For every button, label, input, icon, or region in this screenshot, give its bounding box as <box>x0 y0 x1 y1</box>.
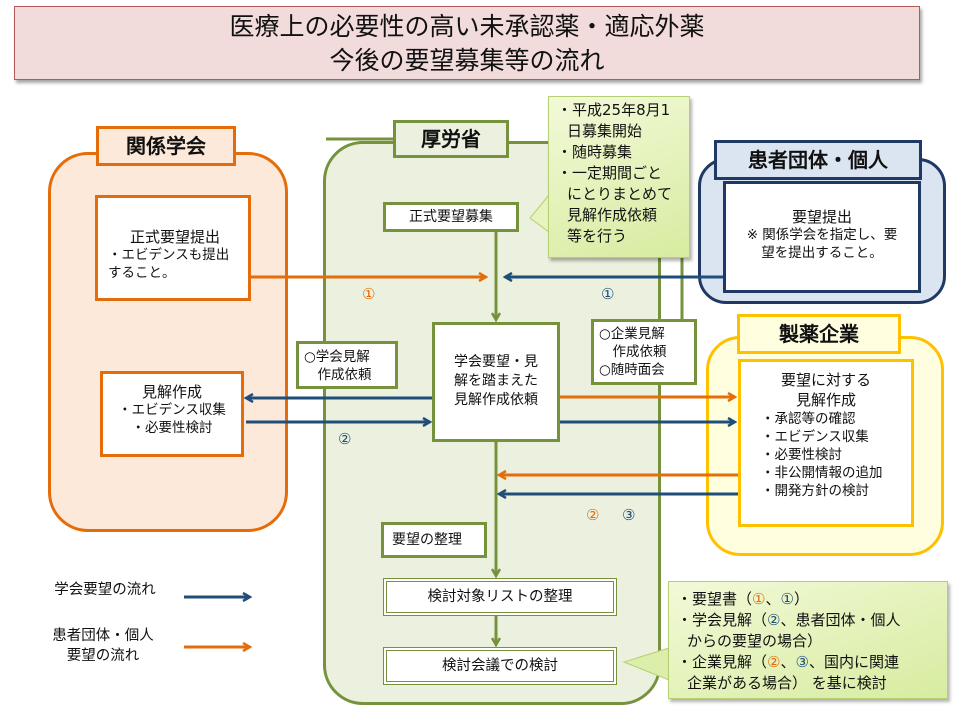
company-request-line-2: 作成依頼 <box>599 344 667 360</box>
pharma-opinion-item: ・エビデンス収集 <box>761 429 869 445</box>
callout-top-line-3: ・随時募集 <box>557 143 633 161</box>
pharma-opinion-item: ・開発方針の検討 <box>761 483 869 499</box>
marker-3-blue: ③ <box>622 506 636 524</box>
pharma-header: 製薬企業 <box>737 314 901 354</box>
title-line-2: 今後の要望募集等の流れ <box>329 46 605 75</box>
society-request-line-2: 作成依頼 <box>304 367 372 383</box>
patient-submission-title: 要望提出 <box>791 208 852 226</box>
patient-submission-note-2: 望を提出すること。 <box>761 245 883 261</box>
callout-top-line-2: 日募集開始 <box>567 122 643 140</box>
pharma-opinion-item: ・非公開情報の追加 <box>761 465 883 481</box>
callout-top-line-1: ・平成25年8月1 <box>557 101 671 119</box>
pharma-opinion-box: 要望に対する 見解作成 ・承認等の確認 ・エビデンス収集 ・必要性検討 ・非公開… <box>738 359 914 527</box>
marker-2-orange: ② <box>586 506 600 524</box>
society-opinion-request-box: ○学会見解 作成依頼 <box>296 341 398 389</box>
callout-bottom-line-4: ・企業見解（②、③、国内に関連 <box>677 653 899 671</box>
pharma-opinion-item: ・承認等の確認 <box>761 411 856 427</box>
society-opinion-title: 見解作成 <box>141 383 202 401</box>
callout-bottom-line-5: 企業がある場合） を基に検討 <box>687 674 887 692</box>
legend-patient-line-1: 患者団体・個人 <box>52 628 154 644</box>
callout-top-line-4: ・一定期間ごと <box>557 164 663 182</box>
callout-bottom-line-3: からの要望の場合） <box>687 632 823 650</box>
callout-bottom-line-2: ・学会見解（②、患者団体・個人 <box>677 611 901 629</box>
review-list-box: 検討対象リストの整理 <box>383 578 617 616</box>
legend-society-flow-label: 学会要望の流れ <box>54 582 156 598</box>
society-opinion-box: 見解作成 ・エビデンス収集 ・必要性検討 <box>100 371 244 457</box>
callout-top-line-5: にとりまとめて <box>567 185 673 203</box>
mhlw-header: 厚労省 <box>393 120 509 158</box>
patient-header: 患者団体・個人 <box>714 140 922 180</box>
company-opinion-request-box: ○企業見解 作成依頼 ○随時面会 <box>591 319 697 385</box>
legend-patient-flow-label: 患者団体・個人 要望の流れ <box>28 626 178 666</box>
title-line-1: 医療上の必要性の高い未承認薬・適応外薬 <box>229 12 705 41</box>
opinion-request-line-1: 学会要望・見 <box>454 354 538 370</box>
opinion-request-box: 学会要望・見 解を踏まえた 見解作成依頼 <box>432 322 560 442</box>
legend-patient-line-2: 要望の流れ <box>66 648 140 664</box>
pharma-opinion-item: ・必要性検討 <box>761 447 842 463</box>
callout-bottom-line-1: ・要望書（①、①） <box>677 590 809 608</box>
review-meeting-box: 検討会議での検討 <box>383 647 617 685</box>
recruit-schedule-callout: ・平成25年8月1 日募集開始 ・随時募集 ・一定期間ごと にとりまとめて 見解… <box>548 96 690 258</box>
marker-2-blue: ② <box>338 430 352 448</box>
society-opinion-item-1: ・エビデンス収集 <box>118 402 226 418</box>
society-opinion-item-2: ・必要性検討 <box>131 420 213 436</box>
society-formal-submission-box: 正式要望提出 ・エビデンスも提出 すること。 <box>95 195 251 301</box>
pharma-opinion-title-2: 見解作成 <box>795 391 856 409</box>
organize-requests-box: 要望の整理 <box>381 522 487 558</box>
callout-top-line-6: 見解作成依頼 <box>567 206 658 224</box>
patient-submission-note-1: ※ 関係学会を指定し、要 <box>746 227 898 243</box>
marker-1-orange: ① <box>362 285 376 303</box>
formal-recruit-box: 正式要望募集 <box>383 202 519 232</box>
title-banner: 医療上の必要性の高い未承認薬・適応外薬 今後の要望募集等の流れ <box>14 6 920 80</box>
review-basis-callout: ・要望書（①、①） ・学会見解（②、患者団体・個人 からの要望の場合） ・企業見… <box>668 581 948 699</box>
company-request-line-1: ○企業見解 <box>599 326 665 342</box>
company-request-line-3: ○随時面会 <box>599 362 665 378</box>
callout-top-line-7: 等を行う <box>567 227 628 245</box>
society-submission-title: 正式要望提出 <box>129 228 220 246</box>
marker-1-blue: ① <box>601 285 615 303</box>
society-submission-note-1: ・エビデンスも提出 <box>108 247 230 263</box>
society-request-line-1: ○学会見解 <box>304 349 370 365</box>
patient-submission-box: 要望提出 ※ 関係学会を指定し、要 望を提出すること。 <box>723 181 921 293</box>
opinion-request-line-2: 解を踏まえた <box>454 373 538 389</box>
pharma-opinion-title-1: 要望に対する <box>780 371 871 389</box>
society-submission-note-2: すること。 <box>108 265 176 281</box>
society-header: 関係学会 <box>96 126 236 166</box>
opinion-request-line-3: 見解作成依頼 <box>454 392 538 408</box>
